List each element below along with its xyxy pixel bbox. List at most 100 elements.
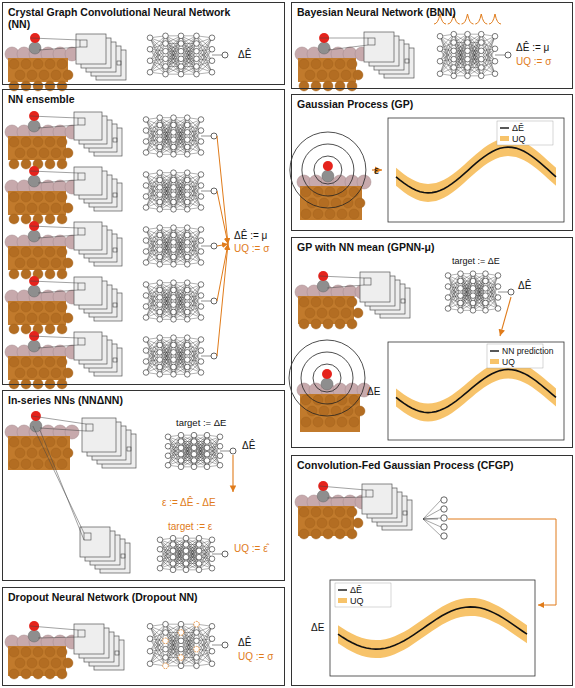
art-stroke xyxy=(178,638,184,644)
art-stroke xyxy=(171,170,177,176)
output-node xyxy=(211,188,217,194)
art-stroke xyxy=(198,359,204,365)
art-stroke xyxy=(191,445,197,451)
art-stroke xyxy=(21,214,31,224)
art-stroke xyxy=(299,59,309,69)
art-stroke xyxy=(38,637,78,638)
neural-net-icon xyxy=(437,31,511,78)
art-stroke xyxy=(57,437,67,447)
output-node xyxy=(222,551,228,557)
art-stroke xyxy=(38,235,78,238)
art-stroke xyxy=(353,70,363,80)
art-stroke xyxy=(21,379,31,389)
art-stroke xyxy=(8,436,70,470)
art-stroke xyxy=(163,71,169,77)
legend-box xyxy=(497,121,553,145)
art-stroke xyxy=(143,260,149,266)
art-stroke xyxy=(160,242,174,264)
art-stroke xyxy=(113,358,117,362)
art-stroke xyxy=(171,364,177,370)
art-stroke xyxy=(217,434,223,440)
art-stroke xyxy=(143,359,149,365)
art-stroke xyxy=(27,148,37,158)
art-stroke xyxy=(201,356,211,357)
art-stroke xyxy=(171,225,177,231)
art-stroke xyxy=(178,41,184,47)
art-stroke xyxy=(212,554,222,555)
art-stroke xyxy=(171,144,177,150)
art-stroke xyxy=(171,295,177,301)
art-stroke xyxy=(170,567,176,573)
art-stroke xyxy=(349,187,359,197)
art-stroke xyxy=(212,55,222,56)
art-stroke xyxy=(157,225,163,231)
art-stroke xyxy=(32,416,86,424)
art-stroke xyxy=(27,368,37,378)
art-stroke xyxy=(317,70,327,80)
art-stroke xyxy=(401,299,405,303)
art-stroke xyxy=(157,240,163,246)
art-stroke xyxy=(57,269,67,279)
art-stroke xyxy=(194,56,200,62)
art-stroke xyxy=(178,655,184,661)
art-stroke xyxy=(27,448,37,458)
art-stroke xyxy=(171,232,177,238)
art-stroke xyxy=(163,663,169,669)
art-stroke xyxy=(311,59,321,69)
art-stroke xyxy=(325,209,335,219)
art-stroke xyxy=(178,458,184,464)
gp-plot xyxy=(388,118,564,222)
art-stroke xyxy=(157,372,163,378)
art-stroke xyxy=(51,313,61,323)
art-stroke xyxy=(178,663,184,669)
adsorbate-atom xyxy=(28,340,40,352)
art-stroke xyxy=(184,342,190,348)
art-stroke xyxy=(184,130,190,136)
catalyst-surface xyxy=(5,331,79,389)
art-stroke xyxy=(84,533,91,540)
art-stroke xyxy=(143,227,149,233)
art-stroke xyxy=(57,302,67,312)
art-stroke xyxy=(451,31,457,37)
art-stroke xyxy=(191,439,197,445)
art-stroke xyxy=(171,317,177,323)
art-stroke xyxy=(184,280,190,286)
art-stroke xyxy=(157,144,163,150)
art-stroke xyxy=(9,192,19,202)
art-stroke xyxy=(39,313,49,323)
neural-net-icon xyxy=(445,271,514,313)
art-stroke xyxy=(157,262,163,268)
art-stroke xyxy=(194,663,200,669)
catalyst-surface xyxy=(5,111,79,169)
art-stroke xyxy=(74,167,102,195)
art-stroke xyxy=(465,73,471,79)
art-stroke xyxy=(57,59,67,69)
neural-net-icon xyxy=(143,280,217,322)
art-stroke xyxy=(198,348,204,354)
art-stroke xyxy=(21,159,31,169)
art-stroke xyxy=(313,209,323,219)
art-stroke xyxy=(347,319,357,329)
art-stroke xyxy=(157,295,163,301)
adsorbate-atom xyxy=(28,120,40,132)
art-stroke xyxy=(143,183,149,189)
art-stroke xyxy=(204,439,210,445)
art-stroke xyxy=(51,658,61,668)
art-stroke xyxy=(171,185,177,191)
art-stroke xyxy=(184,295,190,301)
art-stroke xyxy=(171,137,177,143)
art-stroke xyxy=(45,647,55,657)
art-stroke xyxy=(63,70,73,80)
art-stroke xyxy=(157,364,163,370)
art-stroke xyxy=(63,203,73,213)
art-stroke xyxy=(9,247,19,257)
art-stroke xyxy=(209,58,215,64)
art-stroke xyxy=(301,209,311,219)
art-stroke xyxy=(143,293,149,299)
cutoff-ring xyxy=(302,144,354,196)
art-stroke xyxy=(468,51,482,76)
art-stroke xyxy=(157,177,163,183)
art-stroke xyxy=(39,258,49,268)
art-stroke xyxy=(166,51,182,74)
